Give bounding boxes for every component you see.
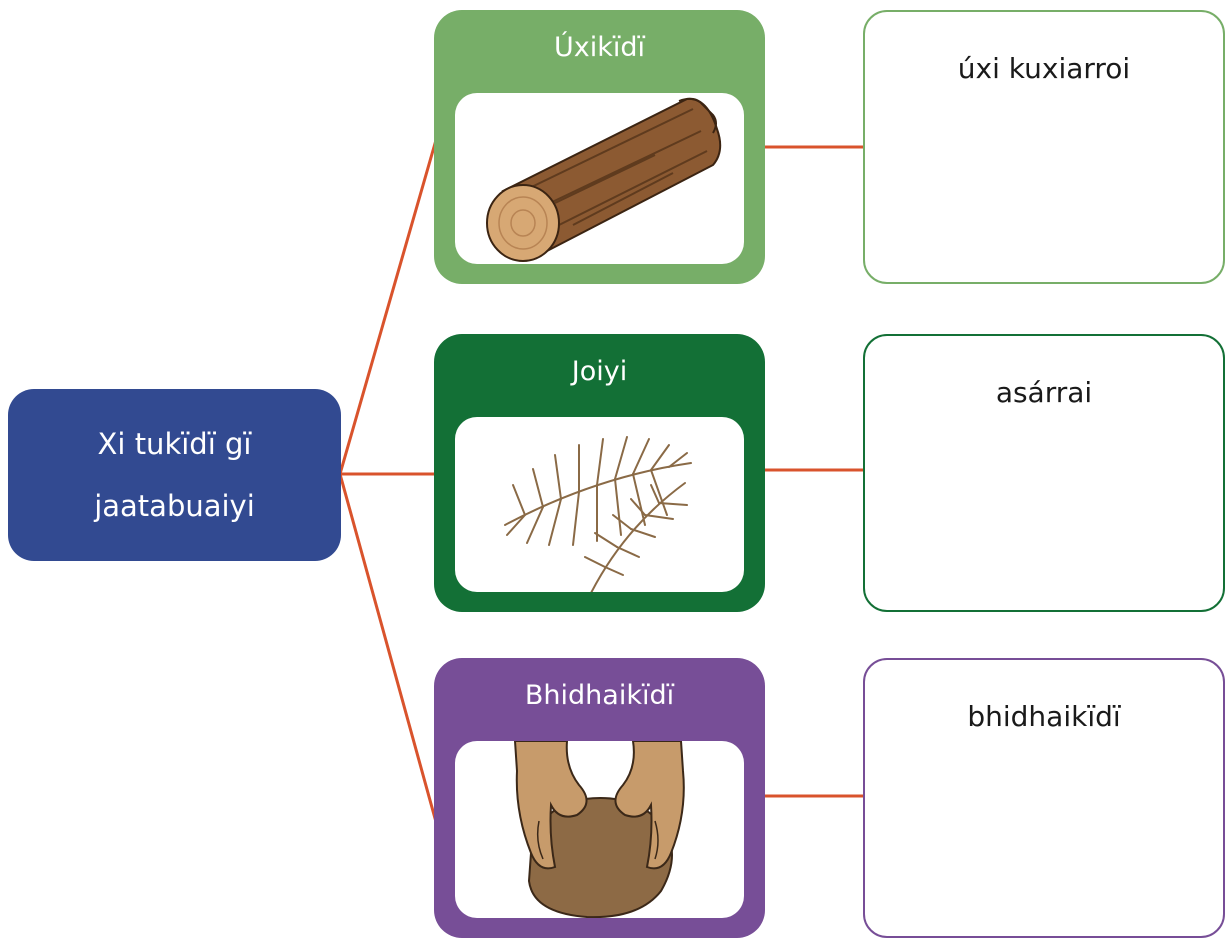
category-card-3-image xyxy=(455,741,744,918)
answer-box-3-text: bhidhaikïdï xyxy=(865,700,1223,733)
category-card-2: Joiyi xyxy=(434,334,765,612)
answer-box-2-text: asárrai xyxy=(865,376,1223,409)
root-node-line-2: jaatabuaiyi xyxy=(94,475,255,537)
category-card-2-image xyxy=(455,417,744,592)
connector-root-to-card-3 xyxy=(340,474,436,822)
category-card-2-title: Joiyi xyxy=(434,356,765,387)
palm-leaf-icon xyxy=(455,417,744,592)
root-node: Xi tukïdï gï jaatabuaiyi xyxy=(8,389,341,561)
category-card-3-title: Bhidhaikïdï xyxy=(434,680,765,711)
category-card-1-title: Úxikïdï xyxy=(434,32,765,63)
root-node-line-1: Xi tukïdï gï xyxy=(98,413,252,475)
answer-box-1-text: úxi kuxiarroi xyxy=(865,52,1223,85)
category-card-1: Úxikïdï xyxy=(434,10,765,284)
answer-box-3: bhidhaikïdï xyxy=(863,658,1225,938)
category-card-3: Bhidhaikïdï xyxy=(434,658,765,938)
answer-box-2: asárrai xyxy=(863,334,1225,612)
answer-box-1: úxi kuxiarroi xyxy=(863,10,1225,284)
clay-hands-icon xyxy=(455,741,744,918)
log-icon xyxy=(455,93,744,264)
connector-root-to-card-1 xyxy=(340,140,436,474)
category-card-1-image xyxy=(455,93,744,264)
